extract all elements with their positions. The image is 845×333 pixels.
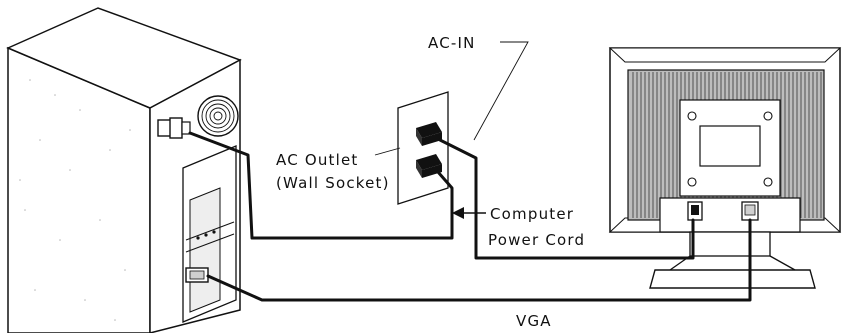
wall-socket [397, 91, 449, 205]
vesa-mount-plate [679, 99, 781, 197]
ac-in-label: AC-IN [428, 34, 476, 52]
wall-socket-label: (Wall Socket) [276, 174, 390, 192]
ac-outlet-leader-line [374, 147, 401, 156]
outlet-plug-top [416, 122, 442, 146]
computer-tower [6, 7, 242, 333]
tower-side-texture [19, 79, 131, 321]
computer-power-cable [188, 131, 454, 240]
monitor-vga-port [741, 201, 759, 221]
tower-expansion-slots [182, 145, 237, 323]
ac-outlet-label: AC Outlet [276, 151, 359, 169]
monitor-power-cable [438, 138, 695, 260]
fan-icon [197, 95, 239, 137]
tower-vga-port [185, 267, 209, 283]
wall-plate [397, 91, 449, 205]
vga-label: VGA [516, 312, 552, 330]
power-cord-label: Power Cord [488, 231, 585, 249]
computer-label: Computer [490, 205, 574, 223]
ac-in-leader-line [473, 41, 529, 141]
outlet-plug-bottom [416, 154, 442, 178]
monitor-connector-bay [659, 197, 801, 233]
vga-cable [206, 218, 752, 302]
monitor-ac-in-port [687, 201, 703, 221]
monitor [608, 47, 842, 289]
tower-power-inlet [157, 117, 191, 139]
monitor-stand [649, 231, 816, 289]
power-cord-arrow [452, 207, 486, 219]
